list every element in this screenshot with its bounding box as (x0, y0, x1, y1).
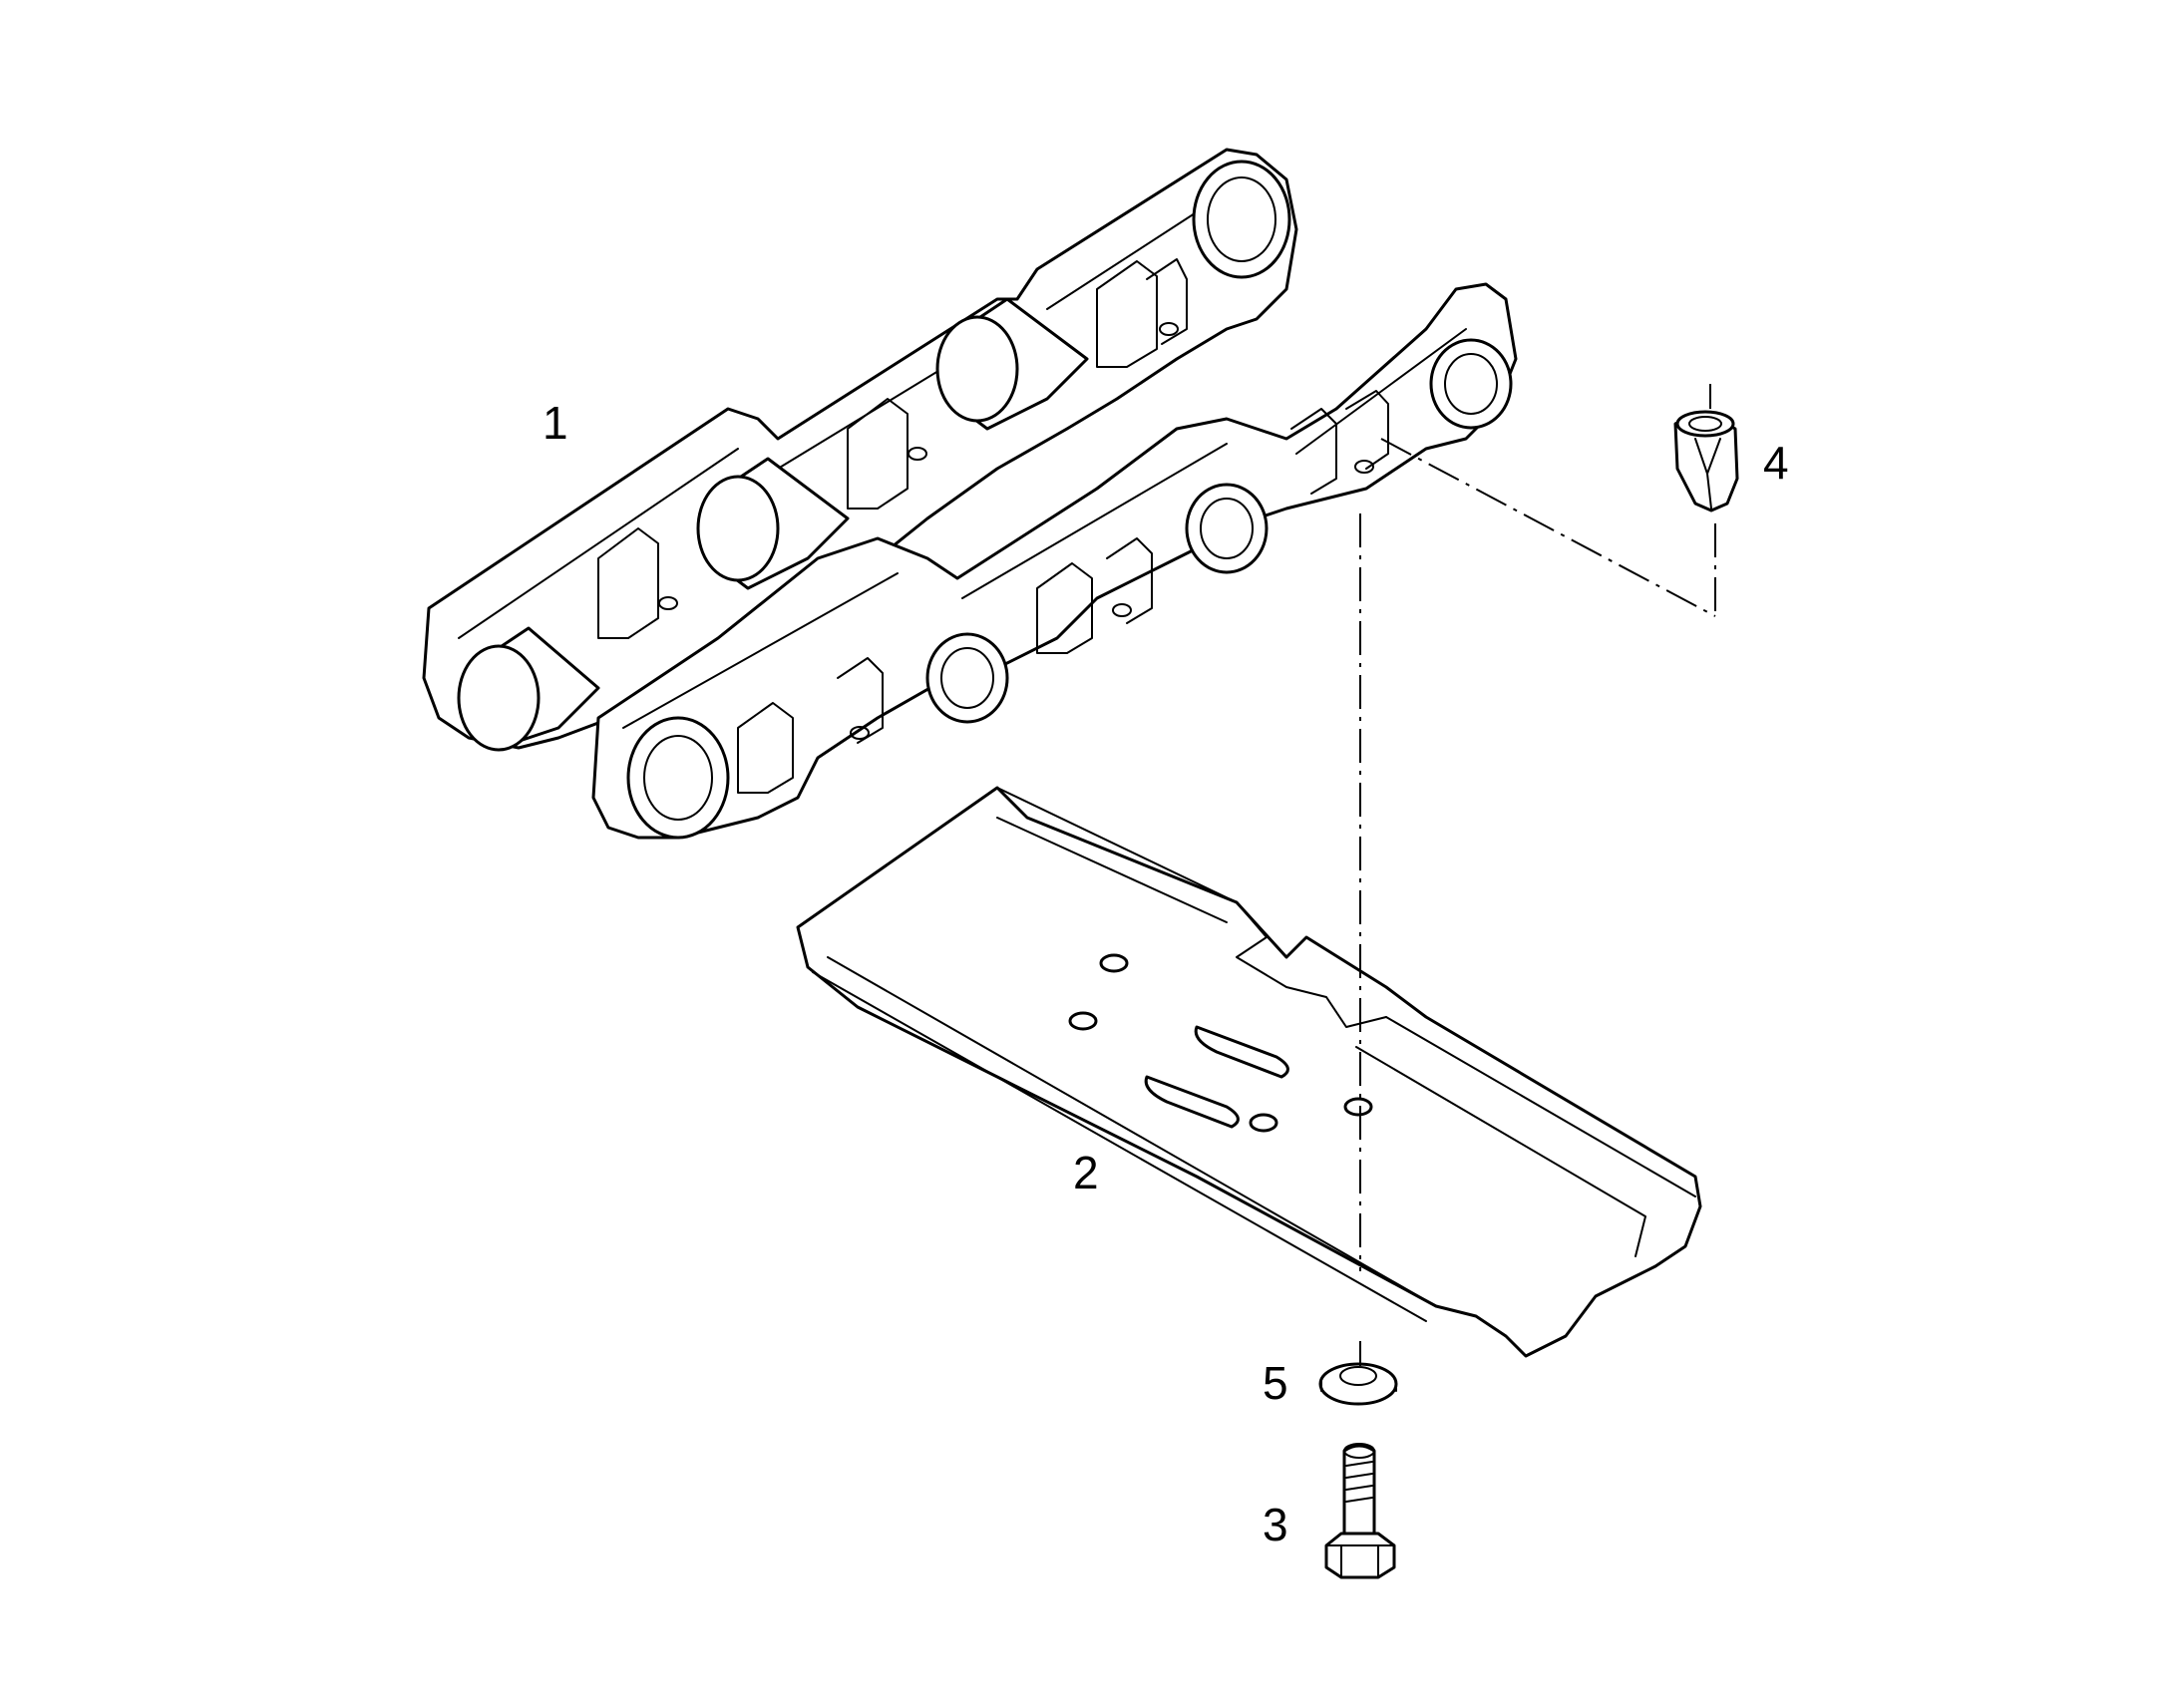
front-link-row (591, 282, 1518, 840)
back-link-row (422, 148, 1298, 750)
shoe-bolt (1324, 1443, 1396, 1579)
callout-5: 5 (1263, 1357, 1288, 1409)
shoe-nut (1673, 410, 1739, 512)
track-chain-assembly (422, 148, 1518, 840)
link-pins (457, 297, 1089, 752)
washer (1318, 1362, 1398, 1406)
callout-1: 1 (543, 397, 568, 449)
callout-2: 2 (1073, 1147, 1099, 1198)
assembly-axis-lines (1359, 384, 1716, 1366)
callout-3: 3 (1263, 1499, 1288, 1550)
track-shoe (796, 786, 1702, 1358)
callout-4: 4 (1763, 437, 1789, 489)
